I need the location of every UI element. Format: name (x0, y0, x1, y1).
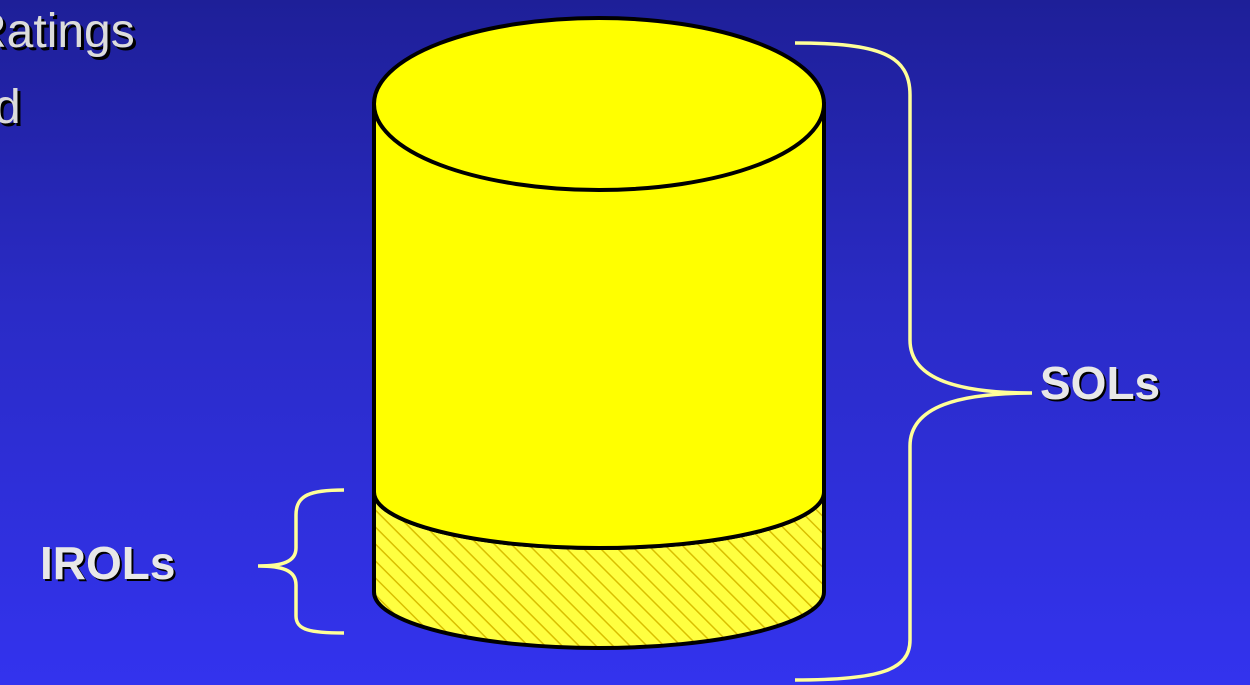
irols-label: IROLs (40, 540, 175, 586)
sols-brace (795, 43, 1032, 680)
cylinder-top (374, 18, 824, 190)
irols-brace (258, 490, 344, 633)
sols-label: SOLs (1040, 360, 1160, 406)
